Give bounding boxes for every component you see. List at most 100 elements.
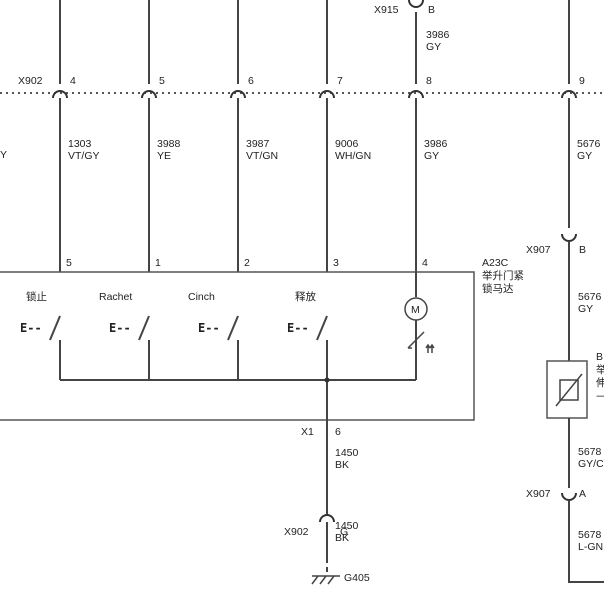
- right-circuit: X907 B 5676 GY B 举 伸 — 5678 GY/C X907 A …: [526, 233, 604, 583]
- x907-b-connector-symbol: [561, 233, 577, 242]
- x907-b-id: X907: [526, 244, 551, 256]
- x915-id: X915: [374, 4, 399, 16]
- wire-3988-color: YE: [157, 150, 171, 162]
- x1-id: X1: [301, 426, 314, 438]
- switch-release-actuator: E--: [287, 321, 309, 335]
- switch-lock: E--: [20, 315, 61, 380]
- wire-9006-color: WH/GN: [335, 150, 371, 162]
- module-pin-1: 1: [155, 257, 161, 269]
- x902-pin-9-label: 9: [579, 75, 585, 87]
- variable-resistor-body: [559, 379, 579, 401]
- wire-1303-num: 1303: [68, 138, 92, 150]
- x902-pin-6-symbol: [230, 90, 246, 99]
- right-device-line1: B: [596, 351, 603, 363]
- ground-hatch-1: [311, 575, 319, 585]
- x907-b-pin: B: [579, 244, 586, 256]
- a23c-module: 5 1 2 3 4 A23C 举升门紧 锁马达 锁止 Rachet Cinch …: [0, 257, 524, 440]
- right-device-box: [546, 360, 588, 419]
- x902-pin-6-label: 6: [248, 75, 254, 87]
- wire-5678-a-num: 5678: [578, 446, 602, 458]
- wire-5678-a-color: GY/C: [578, 458, 604, 470]
- x902-pin-8-label: 8: [426, 75, 432, 87]
- x902-g-connector-symbol: [319, 514, 335, 523]
- x902-pin-5-label: 5: [159, 75, 165, 87]
- wire-3987-num: 3987: [246, 138, 270, 150]
- x915-connector: X915 B 3986 GY: [374, 0, 450, 53]
- switch-rachet: E--: [109, 315, 150, 380]
- motor: M: [404, 272, 435, 380]
- wire-5678-b-num: 5678: [578, 529, 602, 541]
- ptc-thermistor-icon: [407, 331, 425, 349]
- bus-junction-dot: [324, 377, 330, 383]
- a23c-module-border: [0, 271, 475, 421]
- wire-5678-b-color: L-GN: [578, 541, 603, 553]
- x902-pin-4-label: 4: [70, 75, 76, 87]
- x902-pin-5-symbol: [141, 90, 157, 99]
- x907-a-pin: A: [579, 488, 586, 500]
- right-device-line3: 伸: [596, 377, 604, 389]
- right-device: B 举 伸 —: [546, 351, 604, 419]
- switch-lock-actuator: E--: [20, 321, 42, 335]
- x902-pin-4-symbol: [52, 90, 68, 99]
- switch-cinch: E--: [198, 315, 239, 380]
- x915-pin: B: [428, 4, 435, 16]
- x907-a-connector-symbol: [561, 492, 577, 501]
- wire-5678-lower: [568, 500, 604, 583]
- x1-pin: 6: [335, 426, 341, 438]
- motor-symbol: M: [411, 304, 420, 316]
- top-wires: [59, 0, 570, 84]
- left-edge-wire-color: Y: [0, 149, 7, 161]
- wire-3986-num: 3986: [424, 138, 448, 150]
- ground-hatch-3: [327, 575, 335, 585]
- module-pin-5: 5: [66, 257, 72, 269]
- x902-pin-9-symbol: [561, 90, 577, 99]
- x907-a-id: X907: [526, 488, 551, 500]
- switch-release: E--: [287, 315, 328, 440]
- right-device-line4: —: [596, 390, 604, 402]
- wire-3987-color: VT/GN: [246, 150, 278, 162]
- switch-lock-contact: [49, 315, 61, 341]
- wire-1450-a-num: 1450: [335, 447, 359, 459]
- wire-9006-num: 9006: [335, 138, 359, 150]
- middle-wires: [59, 98, 570, 272]
- module-id: A23C: [482, 257, 509, 269]
- x915-connector-symbol: [408, 0, 424, 8]
- x902-pin-8-symbol: [408, 90, 424, 99]
- wire-3986-top-color: GY: [426, 41, 441, 53]
- x902-pin-5: 5: [141, 75, 165, 99]
- module-pin-4: 4: [422, 257, 428, 269]
- wire-5676-a-color: GY: [577, 150, 592, 162]
- wire-3986-top-num: 3986: [426, 29, 450, 41]
- x902-pin-7-label: 7: [337, 75, 343, 87]
- wire-1450-b-num: 1450: [335, 520, 359, 532]
- variable-resistor-icon: [555, 373, 583, 407]
- wire-1450-a-color: BK: [335, 459, 349, 471]
- switch-release-contact: [316, 315, 328, 341]
- x902-pin-7: 7: [319, 75, 343, 99]
- switch-rachet-contact: [138, 315, 150, 341]
- x902-pin-8: 8: [408, 75, 432, 99]
- wire-1450-b-color: BK: [335, 532, 349, 544]
- switch-rachet-actuator: E--: [109, 321, 131, 335]
- switch-cinch-actuator: E--: [198, 321, 220, 335]
- x902-pin-7-symbol: [319, 90, 335, 99]
- module-pin-3: 3: [333, 257, 339, 269]
- wire-3988-num: 3988: [157, 138, 181, 150]
- switch-label-cinch: Cinch: [188, 291, 215, 303]
- module-pin-2: 2: [244, 257, 250, 269]
- x902-pin-9: 9: [561, 75, 585, 99]
- switch-label-lock: 锁止: [26, 290, 47, 303]
- module-name-line2: 锁马达: [482, 282, 514, 295]
- switch-cinch-contact: [227, 315, 239, 341]
- middle-wire-labels: Y 1303 VT/GY 3988 YE 3987 VT/GN 9006 WH/…: [0, 138, 601, 162]
- thermal-arrows-icon: [425, 343, 435, 353]
- wire-5676-b-num: 5676: [578, 291, 602, 303]
- ground-id: G405: [344, 572, 370, 584]
- x902-g-pin: G: [340, 526, 348, 538]
- switch-label-rachet: Rachet: [99, 291, 132, 303]
- wire-5676-a-num: 5676: [577, 138, 601, 150]
- x902-pin-4: 4: [52, 75, 76, 99]
- x902-id: X902: [18, 75, 43, 87]
- ground-symbol-icon: [311, 575, 340, 585]
